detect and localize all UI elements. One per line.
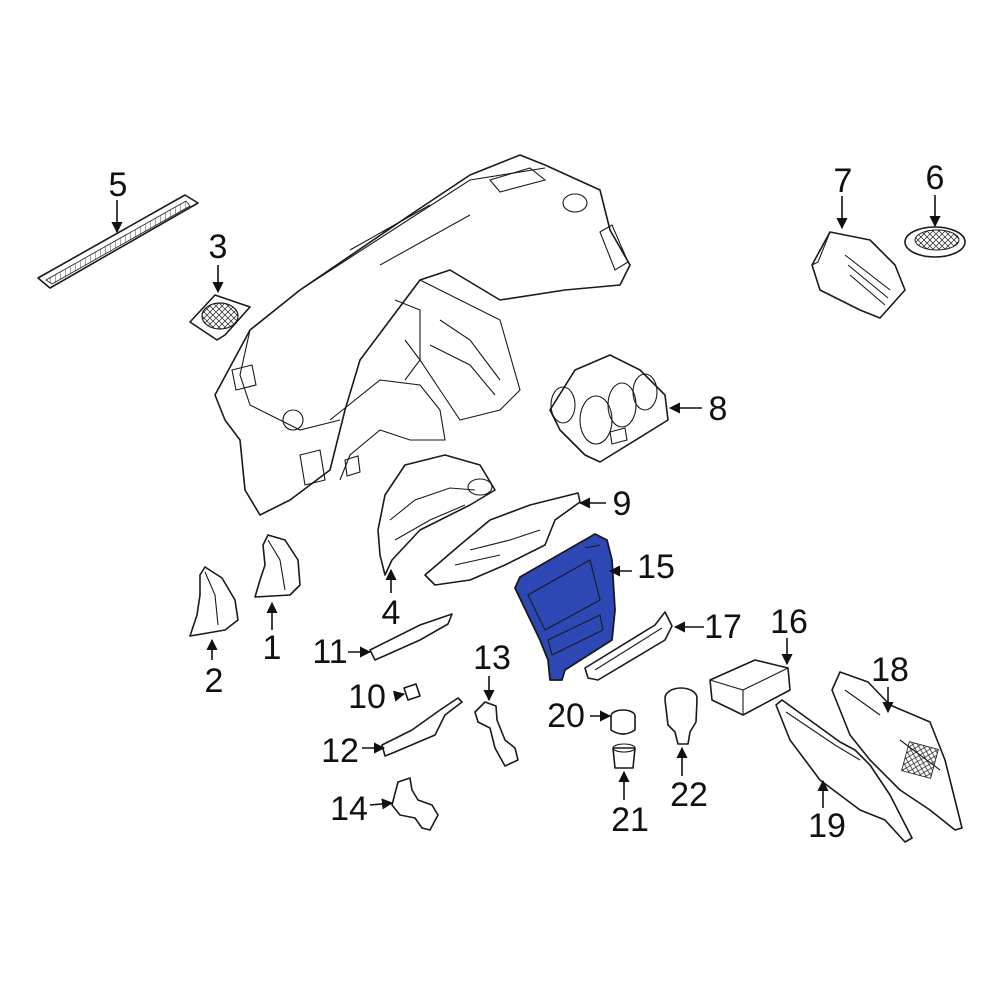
part-5-illustration xyxy=(37,194,199,289)
callout-3[interactable]: 3 xyxy=(209,228,228,266)
callout-labels: 1 2 3 4 5 6 7 8 9 10 11 12 13 14 15 16 1… xyxy=(109,159,945,845)
part-12-illustration xyxy=(381,697,463,757)
callout-19[interactable]: 19 xyxy=(808,807,846,845)
callout-18[interactable]: 18 xyxy=(871,651,909,689)
part-3-illustration xyxy=(189,294,251,341)
leader-10 xyxy=(392,690,406,702)
callout-7[interactable]: 7 xyxy=(834,162,853,200)
part-2-illustration xyxy=(189,566,239,637)
callout-8[interactable]: 8 xyxy=(709,390,728,428)
callout-2[interactable]: 2 xyxy=(205,662,224,700)
part-4-illustration xyxy=(377,454,496,576)
part-8-illustration xyxy=(549,354,669,463)
part-17-illustration xyxy=(584,611,673,681)
part-22-illustration xyxy=(664,687,698,745)
callout-22[interactable]: 22 xyxy=(670,776,708,814)
part-6-illustration xyxy=(904,226,966,258)
part-13-illustration xyxy=(474,701,519,767)
callout-20[interactable]: 20 xyxy=(547,697,585,735)
instrument-panel-illustration xyxy=(214,154,631,516)
callout-12[interactable]: 12 xyxy=(321,732,359,770)
callout-16[interactable]: 16 xyxy=(770,603,808,641)
callout-5[interactable]: 5 xyxy=(109,166,128,204)
callout-10[interactable]: 10 xyxy=(348,678,386,716)
part-10-illustration xyxy=(403,683,421,701)
callout-21[interactable]: 21 xyxy=(611,801,649,839)
part-1-illustration xyxy=(254,534,301,598)
callout-11[interactable]: 11 xyxy=(312,633,347,671)
part-16-illustration xyxy=(709,659,791,716)
leader-14 xyxy=(369,798,394,810)
part-9-illustration xyxy=(424,492,581,586)
part-18-illustration xyxy=(831,671,963,831)
callout-4[interactable]: 4 xyxy=(382,594,401,632)
callout-17[interactable]: 17 xyxy=(704,608,742,646)
callout-13[interactable]: 13 xyxy=(473,639,511,677)
part-20-illustration xyxy=(610,709,636,735)
callout-6[interactable]: 6 xyxy=(926,159,945,197)
part-14-illustration xyxy=(391,777,439,831)
part-7-illustration xyxy=(811,231,906,319)
callout-1[interactable]: 1 xyxy=(263,629,282,667)
leader-lines xyxy=(111,195,941,810)
callout-14[interactable]: 14 xyxy=(330,790,368,828)
callout-9[interactable]: 9 xyxy=(613,485,632,523)
part-21-illustration xyxy=(612,743,636,769)
callout-15[interactable]: 15 xyxy=(637,548,675,586)
part-15-illustration xyxy=(514,533,616,681)
part-11-illustration xyxy=(369,613,453,661)
